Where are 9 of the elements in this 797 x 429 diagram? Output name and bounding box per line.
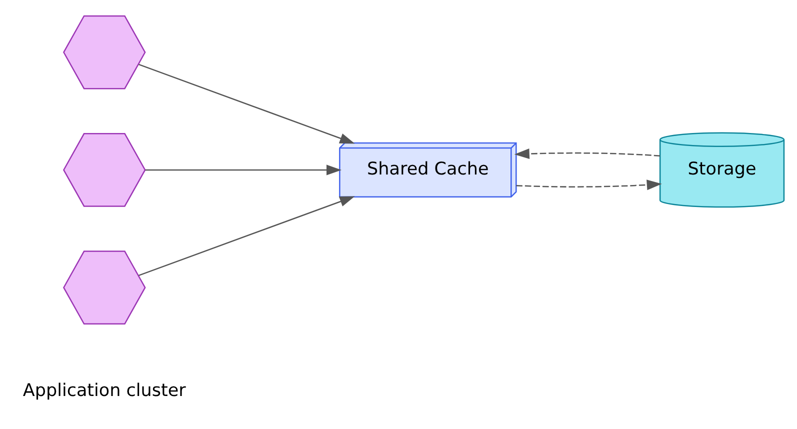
node-hexagon: [63, 132, 146, 206]
node-hexagon: [63, 14, 146, 89]
node-hexagon: [63, 250, 146, 324]
label: Application cluster: [22, 380, 186, 401]
arrow: [514, 148, 660, 159]
arrow: [145, 164, 342, 175]
arrow: [138, 196, 355, 276]
arrow: [516, 179, 662, 190]
arrow: [138, 63, 355, 144]
